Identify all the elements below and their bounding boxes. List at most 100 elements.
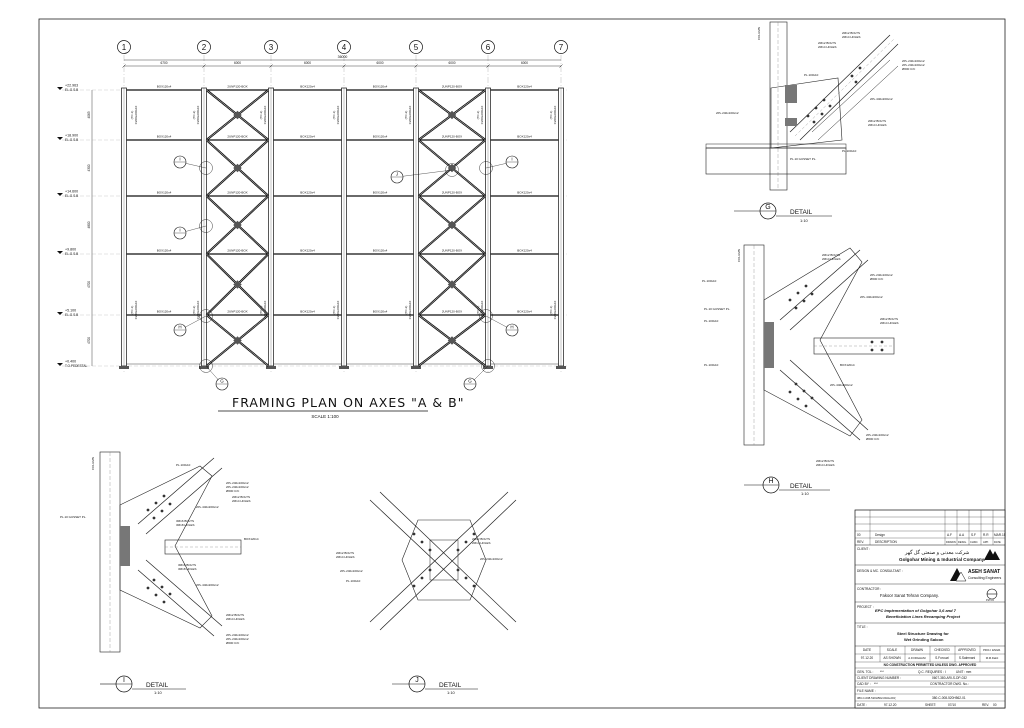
callout-letter: H (510, 325, 513, 330)
beam-label: 2UNP120-BOX (227, 191, 247, 195)
bay-dim: 6000 (376, 61, 383, 65)
svg-text:2M12 BOLTS: 2M12 BOLTS (472, 537, 490, 541)
beam-label: BOX120x4 (517, 85, 532, 89)
svg-text:MAR.15: MAR.15 (994, 533, 1006, 537)
brace-node (447, 110, 457, 120)
grid-bubble (197, 40, 211, 54)
svg-text:2PL.440x200x12: 2PL.440x200x12 (860, 295, 883, 299)
beam-label: 2UNP120-BOX (442, 135, 462, 139)
beam-label: BOX120x4 (300, 310, 315, 314)
beam-label: BOX120x4 (373, 85, 388, 89)
svg-text:I: I (123, 677, 125, 684)
column-section: C200x200x10 (134, 300, 138, 319)
callout-letter: I (179, 228, 180, 233)
beam-label: 2UNP120-BOX (442, 191, 462, 195)
svg-text:DATE :: DATE : (857, 703, 867, 707)
svg-text:PROJ. ENGR.: PROJ. ENGR. (983, 648, 1001, 652)
svg-text:COLUMN: COLUMN (91, 457, 95, 470)
beam-label: 2UNP120-BOX (227, 135, 247, 139)
svg-text:1:10: 1:10 (800, 218, 809, 223)
title-block: 00 Design A.F A.A S.F R.R MAR.15 REV. DE… (854, 509, 1006, 709)
grid-axis-label: 1 (122, 43, 127, 52)
svg-text:DATE: DATE (863, 648, 871, 652)
svg-text:0607-380-ARI-S-DP-032: 0607-380-ARI-S-DP-032 (932, 676, 967, 680)
callout-letter: J (396, 172, 398, 177)
beam-label: BOX120x4 (300, 85, 315, 89)
callout-letter: I (179, 157, 180, 162)
level-dim: 4300 (87, 164, 91, 171)
svg-text:1:10: 1:10 (801, 491, 810, 496)
column-tag: (TC-2) (404, 306, 408, 315)
level-tag: EL.G.S.B (65, 194, 78, 198)
svg-text:07/10: 07/10 (948, 703, 956, 707)
level-elevation: +9.800 (65, 248, 76, 252)
bay-dim: 6000 (448, 61, 455, 65)
column-section: C200x200x10 (480, 300, 484, 319)
svg-text:3M18 HOLES: 3M18 HOLES (178, 567, 197, 571)
beam-label: 2UNP120-BOX (442, 310, 462, 314)
beam-label: BOX120x4 (517, 310, 532, 314)
level-marker (57, 87, 63, 90)
callout-target-ring (445, 163, 459, 177)
callout-target-ring (481, 359, 495, 373)
column-section: C200x200x10 (263, 105, 267, 124)
brace-node (233, 280, 242, 289)
detail-i-label: I DETAIL 1:10 (100, 675, 186, 695)
dim-tick (122, 64, 126, 68)
beam-label: BOX120x4 (157, 249, 172, 253)
column-base (483, 366, 493, 369)
column-section: C200x200x10 (553, 105, 557, 124)
beam-label: BOX120x4 (157, 191, 172, 195)
svg-text:CLIENT DRAWING NUMBER :: CLIENT DRAWING NUMBER : (857, 676, 901, 680)
svg-text:PL.10 GUSSET PL.: PL.10 GUSSET PL. (704, 307, 730, 311)
svg-text:APP.: APP. (983, 540, 989, 544)
svg-text:mm: mm (966, 670, 972, 674)
beam-label: BOX120x4 (157, 310, 172, 314)
dim-tick (414, 64, 418, 68)
level-dim: 4800 (87, 221, 91, 228)
svg-text:Q.C. REQUIRES :: Q.C. REQUIRES : (918, 670, 944, 674)
svg-text:1:10: 1:10 (447, 690, 456, 695)
bay-dim: 6000 (521, 61, 528, 65)
grid-axis-label: 3 (269, 43, 274, 52)
svg-text:3M16 BOLTS: 3M16 BOLTS (178, 563, 196, 567)
column-tag: (TC-2) (259, 306, 263, 315)
svg-text:2M12 BOLTS: 2M12 BOLTS (880, 317, 898, 321)
svg-text:PL.100x10: PL.100x10 (346, 579, 361, 583)
svg-text:2PL.440x200x12: 2PL.440x200x12 (830, 383, 853, 387)
bay-dim: 6700 (160, 61, 167, 65)
callout-letter: H (178, 325, 181, 330)
client-name: Golgohar Mining & Industrial Company. (899, 557, 985, 562)
callout-target-ring (479, 309, 493, 323)
svg-text:2M12 BOLTS: 2M12 BOLTS (842, 31, 860, 35)
beam-label: BOX120x4 (517, 249, 532, 253)
beam-label: BOX120x4 (373, 310, 388, 314)
svg-text:2PL.240x100x12: 2PL.240x100x12 (480, 557, 503, 561)
beam-label: BOX120x4 (300, 191, 315, 195)
svg-text:2M12 BOLTS: 2M12 BOLTS (226, 613, 244, 617)
svg-text:UNIT :: UNIT : (956, 670, 965, 674)
project-line1: EPC Implementation of Golgohar 3,6 and 7 (875, 608, 957, 613)
svg-text:***: *** (874, 682, 878, 686)
rev-no: 00 (857, 533, 861, 537)
contractor-label: CONTRACTOR : (857, 587, 881, 591)
callout-letter: G (468, 379, 472, 384)
svg-text:2PL.240x100x12: 2PL.240x100x12 (226, 637, 249, 641)
column-section: C200x200x10 (408, 300, 412, 319)
svg-text:2M14 HOLES: 2M14 HOLES (880, 321, 899, 325)
svg-text:A.A: A.A (959, 533, 965, 537)
svg-text:2PL.240x100x12: 2PL.240x100x12 (340, 569, 363, 573)
golgohar-logo (984, 549, 1000, 560)
level-elevation: +14.600 (65, 190, 78, 194)
brace-node (447, 336, 457, 345)
brace-node (233, 220, 242, 230)
svg-text:Ø600 C/C: Ø600 C/C (866, 437, 880, 441)
svg-text:FILE NAME :: FILE NAME : (857, 689, 876, 693)
svg-text:97.12.20: 97.12.20 (884, 703, 897, 707)
svg-text:97.12.20: 97.12.20 (861, 656, 874, 660)
svg-text:Ø600 C/C: Ø600 C/C (226, 489, 240, 493)
svg-text:S.Forouzi: S.Forouzi (935, 656, 949, 660)
svg-text:PL.100x10: PL.100x10 (702, 279, 717, 283)
svg-text:2M14 HOLES: 2M14 HOLES (816, 463, 835, 467)
column-tag: (TC-1) (332, 111, 336, 120)
